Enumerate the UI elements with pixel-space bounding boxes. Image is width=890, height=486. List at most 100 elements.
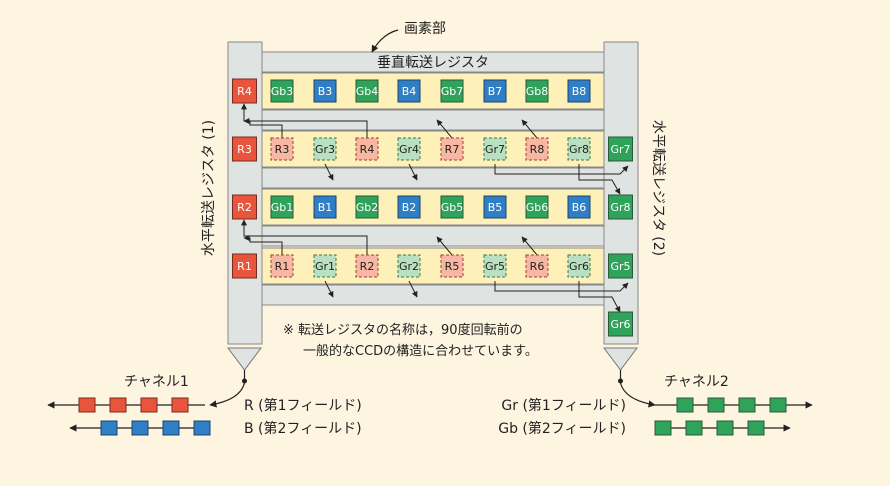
amplifier-left (227, 347, 262, 371)
pixel-cell (567, 137, 591, 161)
h-register-right-cell-label: Gr5 (610, 260, 630, 273)
channel2-gr-output-cell (707, 397, 725, 413)
pixel-cell-label: Gb4 (356, 85, 379, 98)
pixel-cell-label: B3 (318, 85, 333, 98)
pixel-cell-label: Gb7 (441, 85, 464, 98)
legend-gr: Gr (第1フィールド) (501, 397, 626, 414)
h-register-right (603, 41, 639, 345)
channel1-r-output-cell (78, 397, 96, 413)
h-register-left-cell-label: R1 (237, 260, 252, 273)
pixel-cell-label: B1 (318, 201, 333, 214)
pixel-cell-label: B6 (572, 201, 587, 214)
pixel-cell (567, 195, 591, 219)
pixel-cell (483, 195, 507, 219)
pixel-cell-label: Gr8 (569, 143, 589, 156)
pixel-cell-label: B4 (402, 85, 417, 98)
pixel-cell (313, 195, 337, 219)
h-register-right-cell (608, 311, 633, 337)
pixel-cell (270, 254, 294, 278)
vertical-register-label: 垂直転送レジスタ (377, 54, 489, 71)
pixel-cell-label: Gr1 (315, 260, 335, 273)
channel1-label: チャネル1 (124, 374, 189, 390)
pixel-cell (313, 79, 337, 103)
pixel-cell-label: B2 (402, 201, 417, 214)
channel1-b-output-cell (193, 420, 211, 436)
pixel-cell-label: R4 (360, 143, 375, 156)
channel2-gb-output-cell (685, 420, 703, 436)
channel1-r-output-cell (171, 397, 189, 413)
h-register-right-cell-label: Gr6 (610, 318, 630, 331)
pixel-cell-label: Gb1 (271, 201, 294, 214)
pixel-row (261, 247, 605, 285)
pixel-cell-label: B7 (488, 85, 503, 98)
channel2-gr-output-cell (738, 397, 756, 413)
pixel-area-label: 画素部 (404, 21, 446, 37)
channel2-gb-output-cell (747, 420, 765, 436)
h-register-left-cell (232, 136, 257, 162)
channel2-gr-output-cell (676, 397, 694, 413)
h-register-left-cell-label: R4 (237, 85, 252, 98)
channel1-r-output-cell (140, 397, 158, 413)
pixel-cell-label: R8 (530, 143, 545, 156)
pixel-cell (525, 254, 549, 278)
h-register-right-cell (608, 253, 633, 279)
pixel-cell-label: Gb5 (441, 201, 464, 214)
pixel-cell-label: Gr4 (399, 143, 419, 156)
h-register-left-label: 水平転送レジスタ (1) (201, 120, 217, 256)
pixel-cell (355, 79, 379, 103)
h-register-left-cell (232, 194, 257, 220)
pixel-cell-label: R5 (445, 260, 460, 273)
vertical-register-band (261, 167, 605, 189)
pixel-cell (483, 254, 507, 278)
output-node-right (618, 378, 623, 384)
pixel-cell (525, 137, 549, 161)
pixel-cell (270, 137, 294, 161)
pixel-cell-label: R1 (275, 260, 290, 273)
pixel-cell-label: B8 (572, 85, 587, 98)
pixel-cell (440, 254, 464, 278)
amplifier-right (603, 347, 638, 371)
pixel-cell-label: B5 (488, 201, 503, 214)
pixel-cell (397, 79, 421, 103)
pixel-row (261, 72, 605, 110)
legend-gb: Gb (第2フィールド) (498, 420, 626, 437)
channel1-b-output-cell (162, 420, 180, 436)
pixel-cell (483, 79, 507, 103)
note-line-2: 一般的なCCDの構造に合わせています。 (303, 343, 538, 359)
pixel-row (261, 130, 605, 168)
pixel-cell (483, 137, 507, 161)
h-register-right-cell-label: Gr8 (610, 201, 630, 214)
h-register-left-cell (232, 253, 257, 279)
h-register-right-cell (608, 136, 633, 162)
pixel-cell-label: Gr3 (315, 143, 335, 156)
pixel-cell (270, 79, 294, 103)
pixel-cell-label: Gr5 (485, 260, 505, 273)
channel2-gb-output-cell (654, 420, 672, 436)
pixel-cell (397, 137, 421, 161)
pixel-cell-label: Gr7 (485, 143, 505, 156)
pixel-cell (525, 195, 549, 219)
pixel-cell (313, 254, 337, 278)
h-register-left-cell (232, 78, 257, 104)
channel1-b-output-cell (131, 420, 149, 436)
h-register-left-cell-label: R2 (237, 201, 252, 214)
note-line-1: ※ 転送レジスタの名称は，90度回転前の (283, 322, 523, 338)
pixel-cell-label: Gb3 (271, 85, 294, 98)
channel2-label: チャネル2 (664, 374, 729, 390)
pixel-cell (440, 195, 464, 219)
pixel-cell (355, 137, 379, 161)
h-register-right-label: 水平転送レジスタ (2) (650, 120, 666, 256)
h-register-left-cell-label: R3 (237, 143, 252, 156)
pixel-cell (440, 79, 464, 103)
pixel-row (261, 188, 605, 226)
pixel-cell (355, 254, 379, 278)
pixel-cell (525, 79, 549, 103)
channel1-r-output-cell (109, 397, 127, 413)
pixel-cell-label: R3 (275, 143, 290, 156)
pixel-cell (355, 195, 379, 219)
legend-b: B (第2フィールド) (244, 420, 362, 437)
channel2-gb-output-cell (716, 420, 734, 436)
pixel-cell-label: R2 (360, 260, 375, 273)
pixel-cell (567, 79, 591, 103)
